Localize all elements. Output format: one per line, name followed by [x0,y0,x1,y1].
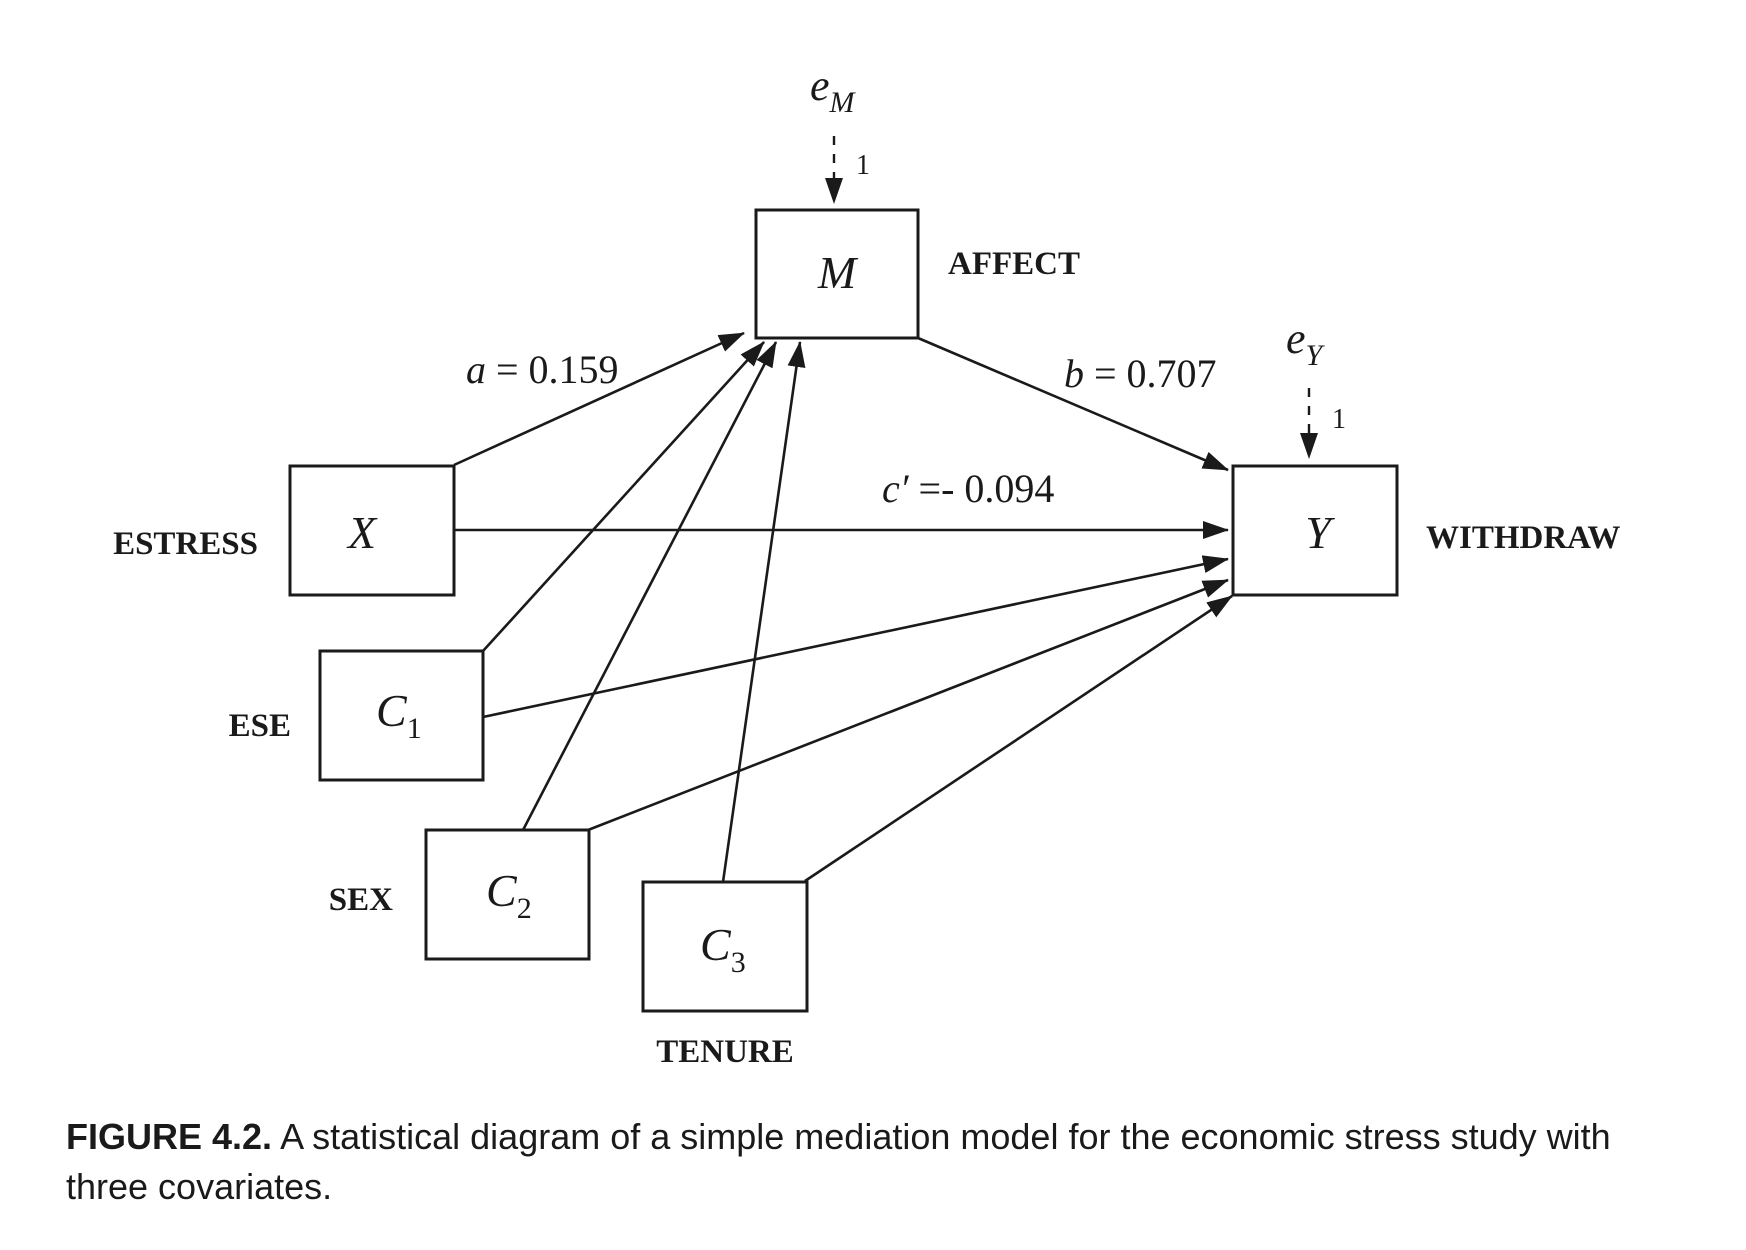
path-b-label: b = 0.707 [1064,351,1217,396]
node-c1-name: ESE [229,708,291,744]
node-c2-symbol: C2 [486,865,532,925]
error-m-weight: 1 [856,150,870,181]
node-c3-symbol: C3 [700,919,746,979]
node-c3-letter: C [700,919,732,970]
node-m-symbol: M [817,247,859,298]
figure-caption-text: A statistical diagram of a simple mediat… [66,1116,1611,1207]
node-y-symbol: Y [1305,507,1335,558]
node-c2-subscript: 2 [517,892,532,925]
path-c-prime-symbol: c′ [882,466,910,511]
node-c3-box [641,880,809,1013]
node-c2-box [424,828,591,961]
node-c1-symbol: C1 [376,685,422,745]
path-x-to-m [453,331,745,467]
node-x-symbol: X [346,507,378,558]
path-c-prime-value: =- 0.094 [909,466,1055,511]
node-c1-subscript: 1 [407,712,422,745]
error-m-subscript: M [829,86,857,119]
path-c2-to-y [587,578,1229,832]
path-m-to-y [917,336,1229,472]
figure-caption: FIGURE 4.2. A statistical diagram of a s… [66,1112,1686,1212]
error-m-symbol: e [810,61,830,110]
node-c3-subscript: 3 [731,946,746,979]
node-y-box [1231,464,1399,597]
node-y-name: WITHDRAW [1426,520,1620,556]
error-y-weight: 1 [1332,404,1346,435]
path-b-symbol: b [1064,351,1084,396]
path-a-label: a = 0.159 [466,347,619,392]
node-c2-letter: C [486,865,518,916]
path-c3-to-m [721,341,806,883]
path-c1-to-y [482,555,1229,719]
node-x-name: ESTRESS [113,526,258,562]
node-m-name: AFFECT [948,246,1080,282]
error-y-subscript: Y [1306,339,1326,372]
figure-caption-label: FIGURE 4.2. [66,1116,273,1157]
node-m-box [754,208,920,340]
node-c1-box [318,649,485,782]
path-a-symbol: a [466,347,486,392]
error-y-label: eY [1286,314,1326,372]
mediation-diagram: M X Y C1 C2 C3 AFFECT ESTRESS WITHDRAW E… [113,61,1620,1070]
node-c2-name: SEX [329,882,393,918]
path-c1-to-m [482,341,765,652]
error-m-label: eM [810,61,857,119]
error-y-symbol: e [1286,314,1306,363]
path-c3-to-y [804,594,1233,883]
path-c-prime-label: c′ =- 0.094 [882,466,1054,511]
node-c3-name: TENURE [656,1034,794,1070]
path-a-value: = 0.159 [486,347,619,392]
path-b-value: = 0.707 [1084,351,1217,396]
node-c1-letter: C [376,685,408,736]
path-c2-to-m [520,341,778,833]
node-x-box [288,464,456,597]
